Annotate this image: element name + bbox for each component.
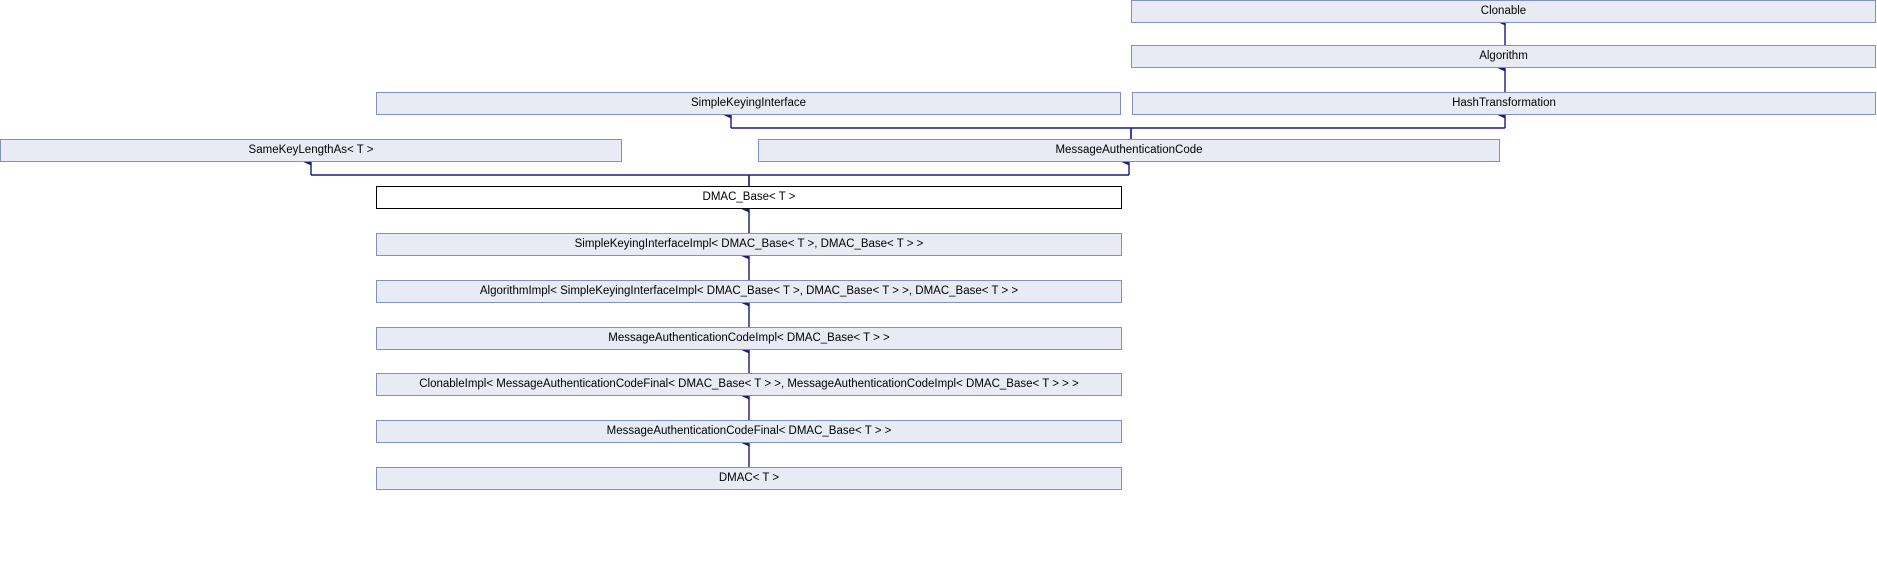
- class-node-clonableimpl[interactable]: ClonableImpl< MessageAuthenticationCodeF…: [376, 373, 1122, 396]
- class-node-label: DMAC< T >: [718, 472, 780, 484]
- class-node-label: DMAC_Base< T >: [702, 191, 796, 203]
- class-node-label: ClonableImpl< MessageAuthenticationCodeF…: [419, 378, 1079, 390]
- class-node-dmacbase[interactable]: DMAC_Base< T >: [376, 186, 1122, 209]
- class-node-label: Clonable: [1480, 5, 1527, 17]
- class-node-clonable[interactable]: Clonable: [1131, 0, 1876, 23]
- class-node-label: MessageAuthenticationCodeFinal< DMAC_Bas…: [606, 425, 892, 437]
- class-node-label: AlgorithmImpl< SimpleKeyingInterfaceImpl…: [479, 285, 1019, 297]
- class-node-label: SameKeyLengthAs< T >: [248, 144, 374, 156]
- class-node-hashtransform[interactable]: HashTransformation: [1132, 92, 1876, 115]
- class-node-dmac[interactable]: DMAC< T >: [376, 467, 1122, 490]
- class-node-skiimpl[interactable]: SimpleKeyingInterfaceImpl< DMAC_Base< T …: [376, 233, 1122, 256]
- class-node-algoimpl[interactable]: AlgorithmImpl< SimpleKeyingInterfaceImpl…: [376, 280, 1122, 303]
- class-node-label: Algorithm: [1479, 50, 1528, 62]
- class-node-label: HashTransformation: [1452, 97, 1556, 109]
- class-node-algorithm[interactable]: Algorithm: [1131, 45, 1876, 68]
- class-node-label: SimpleKeyingInterfaceImpl< DMAC_Base< T …: [574, 238, 924, 250]
- class-node-label: MessageAuthenticationCodeImpl< DMAC_Base…: [608, 332, 890, 344]
- class-node-macimpl[interactable]: MessageAuthenticationCodeImpl< DMAC_Base…: [376, 327, 1122, 350]
- class-node-label: SimpleKeyingInterface: [690, 97, 807, 109]
- class-node-mac[interactable]: MessageAuthenticationCode: [758, 139, 1500, 162]
- class-node-macfinal[interactable]: MessageAuthenticationCodeFinal< DMAC_Bas…: [376, 420, 1122, 443]
- class-node-label: MessageAuthenticationCode: [1055, 144, 1203, 156]
- class-node-ski[interactable]: SimpleKeyingInterface: [376, 92, 1121, 115]
- class-node-samekeylength[interactable]: SameKeyLengthAs< T >: [0, 139, 622, 162]
